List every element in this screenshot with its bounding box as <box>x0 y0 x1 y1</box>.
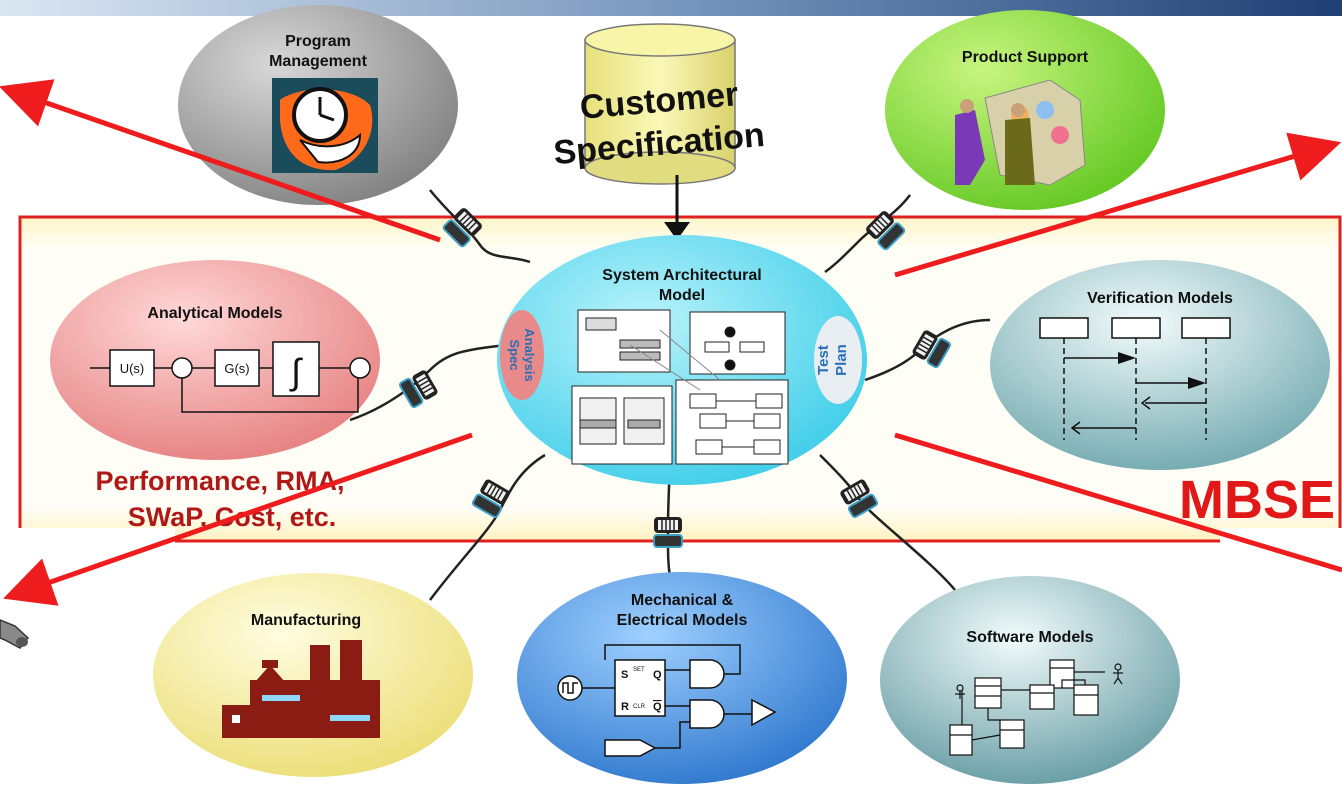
logic-circuit-diagram <box>557 644 777 757</box>
arrow-bottom-right <box>894 432 1342 573</box>
g-block-label: G(s) <box>224 361 249 376</box>
system-architectural-model-node: System Architectural Model <box>497 235 867 485</box>
integral-symbol: ∫ <box>289 351 303 392</box>
people-icon <box>955 79 1086 186</box>
connector-manufacturing <box>429 453 546 601</box>
test-plan-badge: Test Plan <box>814 316 862 404</box>
system-model-label: System Architectural <box>602 267 761 284</box>
manufacturing-label: Manufacturing <box>251 612 361 629</box>
product-support-node: Product Support <box>885 10 1165 210</box>
latch-s-label: S <box>621 669 628 681</box>
latch-r-label: R <box>621 701 629 713</box>
arrow-top-right <box>894 132 1342 278</box>
plan-label: Plan <box>833 344 850 376</box>
analytical-models-node: Analytical Models U(s) G(s) ∫ <box>50 260 380 460</box>
test-label: Test <box>815 345 832 375</box>
architecture-thumbnails <box>571 309 789 465</box>
verification-models-label: Verification Models <box>1087 290 1233 307</box>
connector-verification <box>864 318 991 382</box>
analytical-models-label: Analytical Models <box>147 305 282 322</box>
manufacturing-node: Manufacturing <box>153 573 473 777</box>
product-support-label: Product Support <box>962 49 1089 66</box>
latch-q-label: Q <box>653 669 662 681</box>
connector-analytical <box>349 343 506 422</box>
program-management-label-2: Management <box>269 53 367 70</box>
spec-arrow-head <box>664 222 690 240</box>
uml-class-diagram <box>949 659 1105 756</box>
program-management-node: Program Management <box>178 5 458 205</box>
mbse-caption: MBSE <box>1179 470 1335 530</box>
clock-person-icon <box>272 78 378 173</box>
spec-label: Spec <box>507 339 522 370</box>
actor-icon <box>955 663 1123 699</box>
latch-set-label: SET <box>633 667 645 673</box>
latch-clr-label: CLR <box>633 704 646 710</box>
cropped-tool-fragment <box>0 619 30 649</box>
mechanical-electrical-node: Mechanical & Electrical Models S R SET C… <box>517 572 847 784</box>
system-model-label-2: Model <box>659 287 705 304</box>
mech-elec-label: Mechanical & <box>631 592 734 609</box>
arrow-top-left <box>0 79 441 243</box>
control-loop-diagram <box>90 341 371 413</box>
connector-software <box>819 454 956 591</box>
connector-support <box>824 194 911 274</box>
header-bar <box>0 0 1342 16</box>
u-block-label: U(s) <box>120 361 145 376</box>
red-arrows <box>0 79 1342 606</box>
software-models-label: Software Models <box>966 629 1093 646</box>
connector-program <box>429 189 531 264</box>
sequence-diagram <box>1039 317 1231 440</box>
latch-qbar-label: Q <box>653 701 662 713</box>
performance-caption: Performance, RMA, <box>95 466 344 496</box>
arrow-bottom-left <box>3 432 473 606</box>
program-management-label: Program <box>285 33 351 50</box>
factory-icon <box>222 640 380 738</box>
analysis-spec-badge: Analysis Spec <box>500 310 544 400</box>
verification-models-node: Verification Models <box>990 260 1330 470</box>
mech-elec-label-2: Electrical Models <box>617 612 748 629</box>
customer-specification-node: Customer Specification <box>552 23 766 240</box>
software-models-node: Software Models <box>880 576 1180 784</box>
analysis-label: Analysis <box>522 328 537 381</box>
